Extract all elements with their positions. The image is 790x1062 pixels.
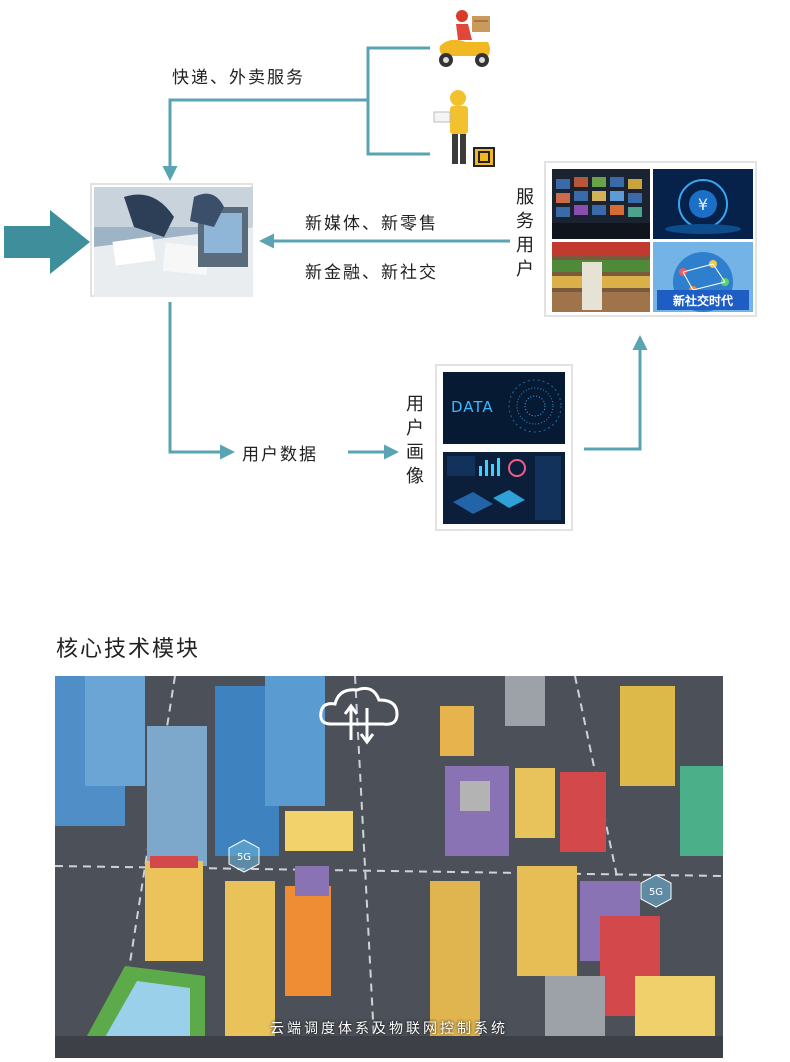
- delivery-label: 快递、外卖服务: [172, 68, 305, 88]
- svg-text:5G: 5G: [237, 852, 251, 863]
- business-meeting-image: [90, 183, 253, 297]
- svg-text:¥: ¥: [698, 195, 708, 214]
- section-title: 核心技术模块: [56, 637, 201, 662]
- media-wall-image: [552, 169, 650, 239]
- delivery-bracket: [366, 46, 430, 156]
- data-sphere-image: DATA: [443, 372, 565, 444]
- finance-globe-image: ¥: [653, 169, 753, 239]
- user-profile-card: DATA: [435, 364, 573, 531]
- delivery-arrow: [162, 98, 368, 181]
- 5g-signal-icon: 5G: [639, 874, 673, 908]
- newmedia-label: 新媒体、新零售: [305, 214, 438, 234]
- input-arrow: [4, 210, 90, 274]
- feedback-arrow: [584, 335, 648, 451]
- svg-text:5G: 5G: [649, 887, 663, 898]
- supermarket-image: [552, 242, 650, 312]
- society-banner-text: 新社交时代: [672, 294, 733, 308]
- cloud-transfer-icon: [317, 680, 403, 750]
- user-data-label: 用户数据: [242, 445, 318, 465]
- video-caption: 云端调度体系及物联网控制系统: [270, 1021, 508, 1037]
- userdata-arrow: [168, 302, 235, 460]
- user-profile-label: 用 户 画 像: [406, 394, 424, 487]
- service-users-collage: ¥ 新社交时代: [544, 161, 757, 317]
- 5g-signal-icon: 5G: [227, 839, 261, 873]
- finance-label: 新金融、新社交: [305, 263, 438, 283]
- service-users-label: 服 务 用 户: [516, 187, 534, 280]
- dashboard-image: [443, 452, 565, 524]
- delivery-scooter-icon: [432, 6, 496, 70]
- data-text: DATA: [451, 398, 494, 416]
- social-network-image: 新社交时代: [653, 242, 753, 312]
- smart-city-image: 5G 5G 云端调度体系及物联网控制系统: [55, 676, 723, 1058]
- flow-connectors: [4, 46, 648, 460]
- courier-person-icon: [432, 86, 498, 170]
